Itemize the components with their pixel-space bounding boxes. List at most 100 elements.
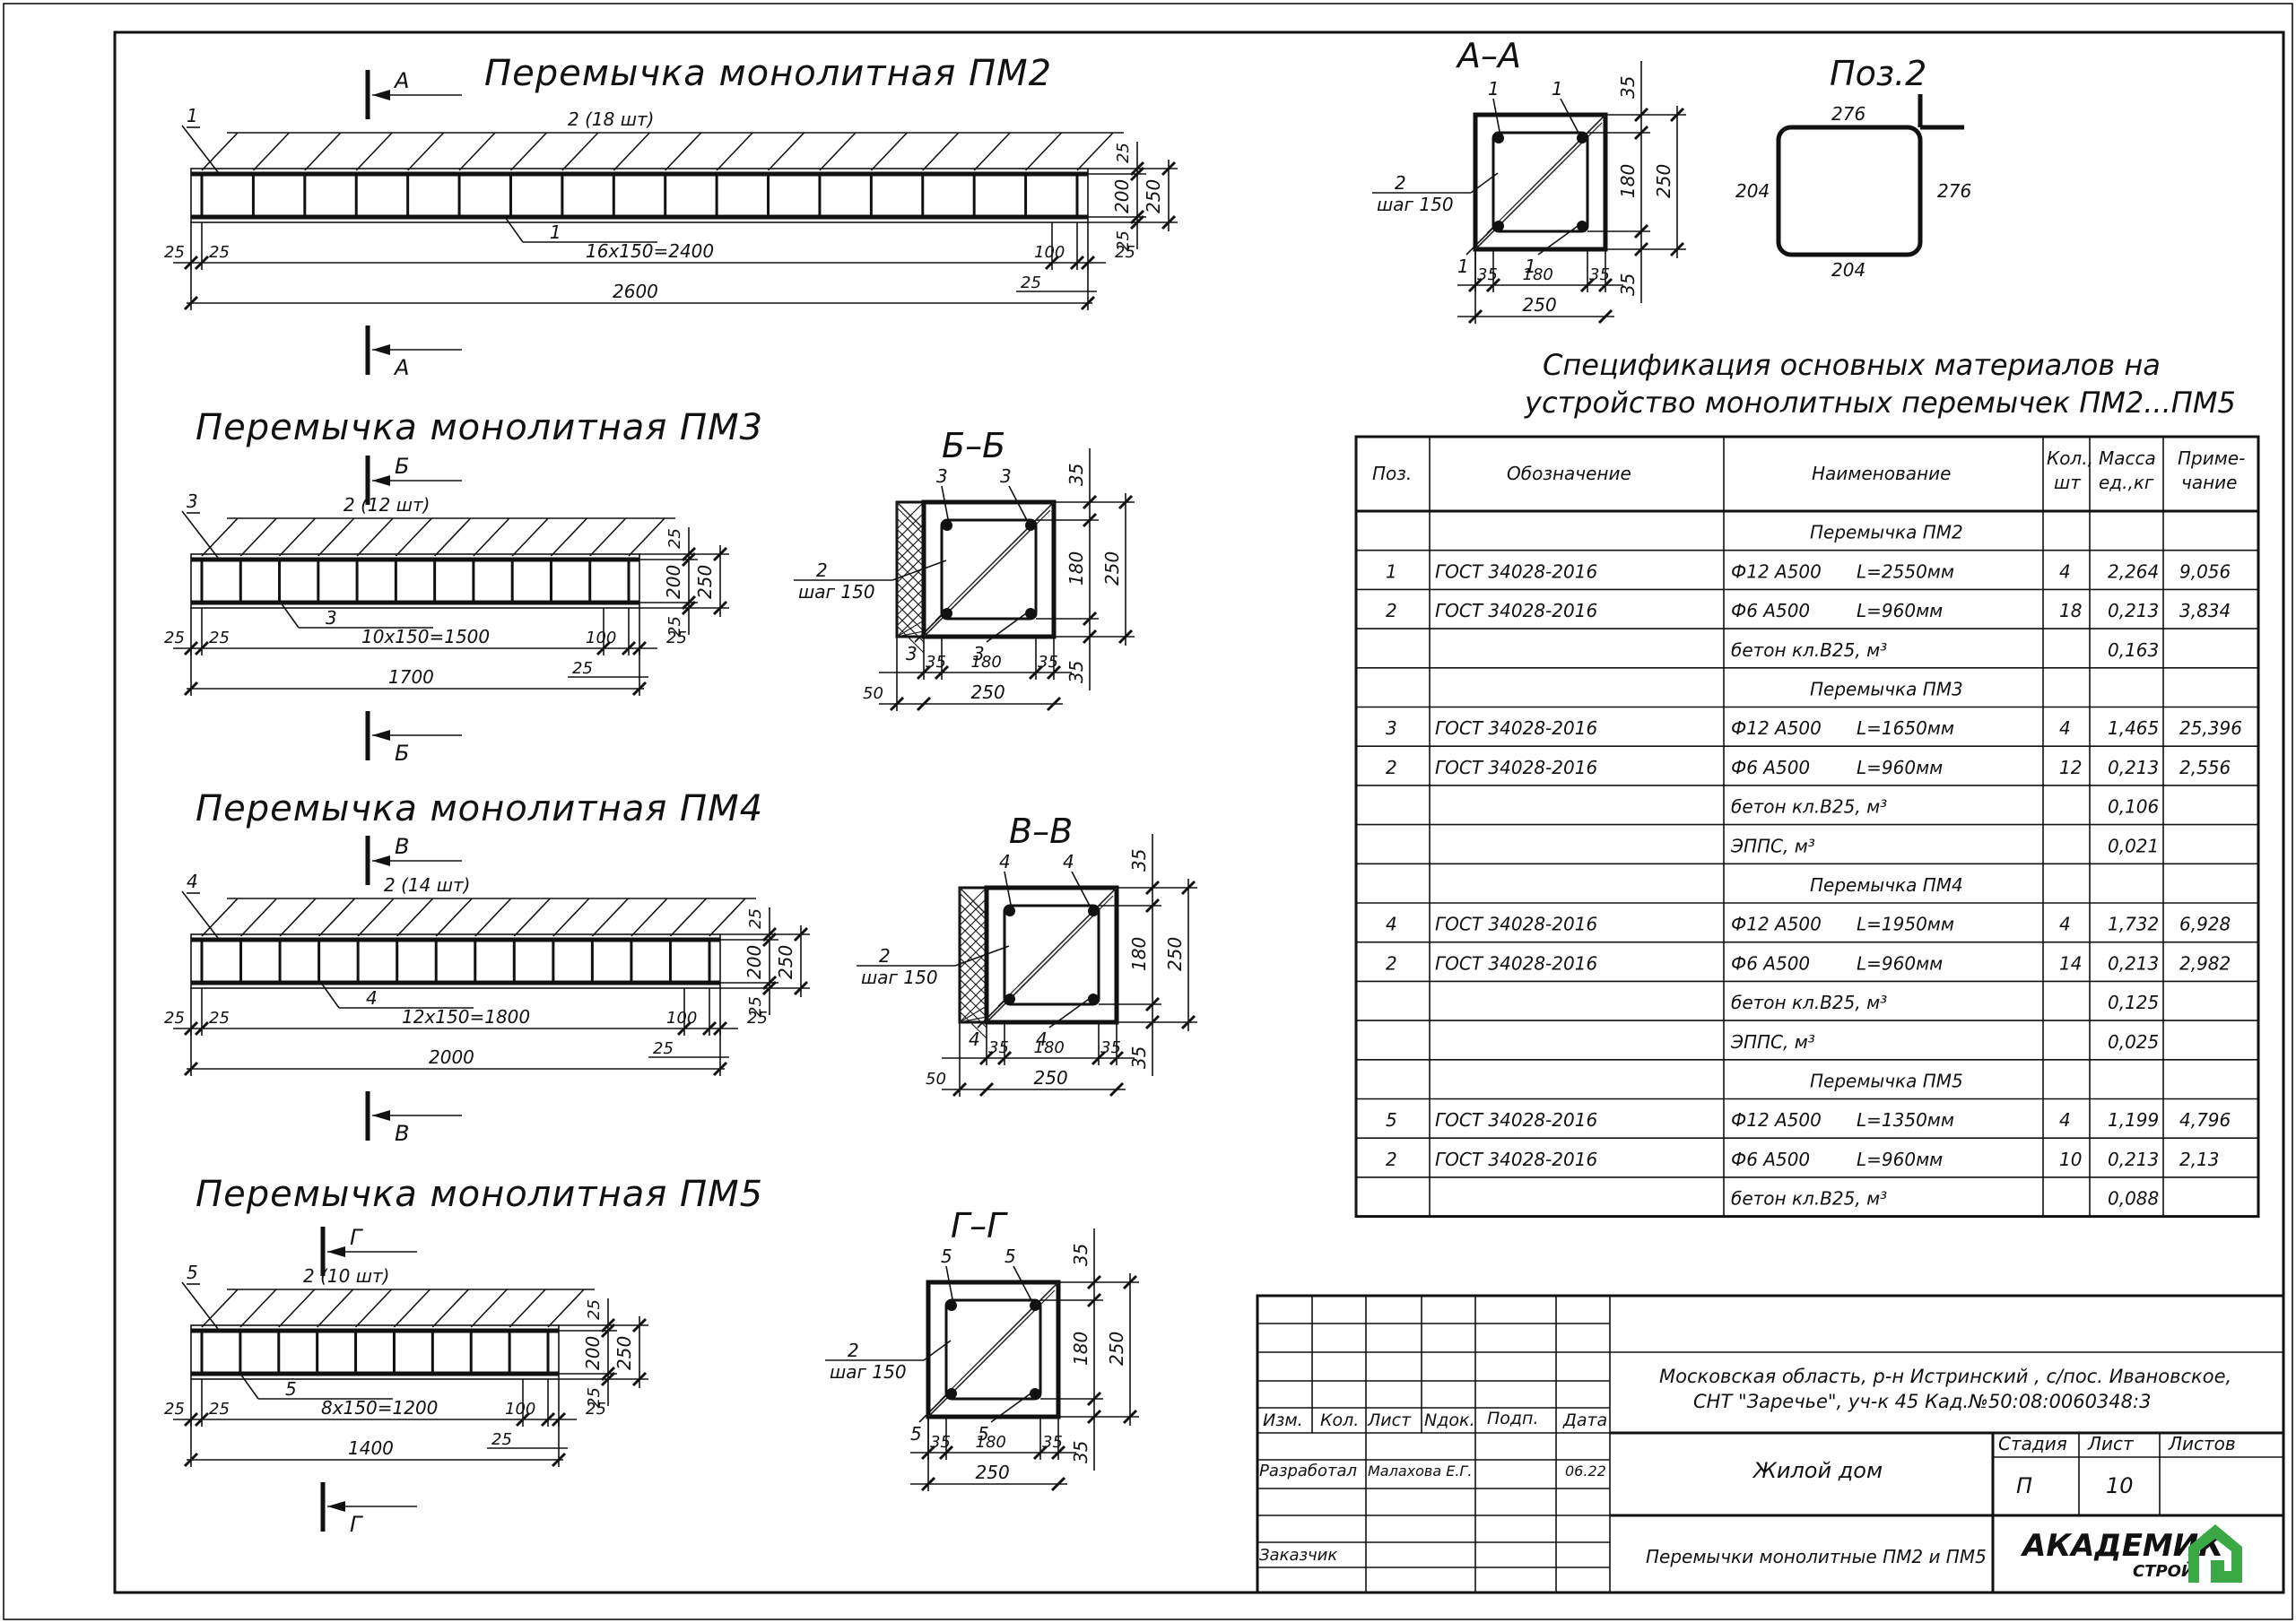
dim-tick (1129, 214, 1145, 230)
dim-100: 100 (1034, 243, 1065, 262)
bar-leader (181, 125, 219, 173)
dim-tick (1109, 1081, 1125, 1098)
stirrup-count-label: 2 (14 шт) (384, 874, 470, 896)
dim-25: 25 (209, 243, 230, 262)
spec-table: Спецификация основных материалов наустро… (1354, 348, 2260, 1219)
insulation-hatch (896, 544, 925, 573)
dim-tick (1467, 308, 1483, 325)
stirrup-leader (561, 132, 599, 171)
cell-pos: 5 (1386, 1109, 1397, 1131)
insulation-hatch (959, 930, 987, 959)
stirrup-leader (304, 132, 342, 171)
cell-pos: 4 (1386, 914, 1397, 935)
rebar-dot (1577, 221, 1587, 231)
cell-designation: ГОСТ 34028-2016 (1435, 914, 1597, 935)
cut-letter: Б (395, 454, 409, 479)
insulation-hatch (959, 908, 987, 937)
stirrup-leader (1025, 132, 1063, 171)
dim-tick (1597, 308, 1613, 325)
rebar-dot (1088, 994, 1099, 1004)
bar-leader (1004, 871, 1013, 910)
stirrup-step-label: шаг 150 (830, 1361, 907, 1383)
cell-qty: 12 (2059, 757, 2082, 778)
address-line-1: Московская область, р-н Истринский , с/п… (1659, 1366, 2231, 1387)
dim-tick (600, 1366, 616, 1382)
cut-letter: В (395, 834, 409, 859)
insulation-hatch (896, 507, 925, 535)
cell-pos: 2 (1386, 952, 1397, 974)
insulation-hatch (959, 973, 987, 1002)
dim-tick (712, 1061, 728, 1077)
dim-tick (1129, 166, 1145, 182)
dim-25: 25 (665, 528, 684, 549)
insulation-hatch (896, 603, 925, 632)
dim-250: 250 (694, 565, 716, 599)
insulation-hatch (896, 620, 925, 638)
dim-tick (1050, 1445, 1066, 1461)
cell-mass: 1,732 (2108, 914, 2159, 935)
cut-letter: В (395, 1121, 409, 1146)
col-list: Лист (1367, 1410, 1412, 1430)
stirrup-leader (458, 132, 496, 171)
dim-tick (1082, 494, 1098, 510)
bar-leader (945, 1265, 954, 1305)
insulation-hatch (959, 978, 987, 1007)
bar-leader (918, 1391, 951, 1423)
header-note: чание (2181, 472, 2237, 493)
cut-arrowhead (372, 730, 390, 741)
dim-25: 25 (665, 616, 684, 637)
stirrup-leader (891, 560, 947, 581)
dim-250: 250 (971, 681, 1005, 703)
stirrup-leader (973, 132, 1011, 171)
insulation-hatch (959, 989, 987, 1018)
dim-tick (712, 546, 728, 562)
dim-tick (1633, 223, 1649, 239)
stirrup-outline (940, 518, 1038, 621)
dim-250: 250 (1523, 294, 1557, 316)
dim-tick (1046, 664, 1062, 681)
dim-35: 35 (1617, 76, 1639, 99)
insulation-hatch (896, 550, 925, 578)
bar-label: 1 (1488, 78, 1500, 100)
dim-tick (194, 1411, 210, 1428)
stirrup-leader (431, 1289, 469, 1328)
insulation-hatch (896, 630, 925, 638)
dim-25: 25 (653, 1039, 674, 1058)
cut-letter: Б (395, 741, 409, 766)
cut-arrowhead (372, 855, 390, 866)
dim-tick (1144, 880, 1161, 896)
stirrup-leader (589, 517, 627, 557)
logo-sub-text: СТРОЙ (2133, 1561, 2195, 1581)
dim-200: 200 (744, 945, 765, 979)
dim-250: 250 (613, 1336, 635, 1370)
bar-label: 1 (1457, 256, 1469, 277)
insulation-hatch (896, 625, 925, 654)
dim-tick (1091, 1050, 1107, 1066)
bar-pos-label: 4 (366, 987, 378, 1009)
dim-tick (676, 1020, 692, 1037)
stirrup-leader (201, 1289, 239, 1328)
bar-label: 1 (1552, 78, 1563, 100)
bar-leader (977, 996, 1009, 1028)
cell-mass: 0,213 (2108, 952, 2159, 974)
insulation-hatch (896, 539, 925, 568)
cell-length: L=960мм (1857, 600, 1943, 621)
dim-tick (1080, 295, 1096, 311)
stirrup-pos-label: 2 (1395, 172, 1406, 194)
stirrup-outline (1492, 131, 1589, 233)
dim-25: 25 (1021, 273, 1041, 292)
cell-length: L=1950мм (1857, 914, 1954, 935)
stirrup-leader (631, 898, 668, 937)
stirrup-leader (1076, 132, 1114, 171)
header-pos: Поз. (1372, 463, 1412, 484)
cell-pos: 2 (1386, 757, 1397, 778)
insulation-hatch (896, 528, 925, 557)
spacing-dim: 8х150=1200 (321, 1397, 438, 1419)
cell-name: бетон кл.В25, м³ (1731, 992, 1887, 1013)
dim-tick (596, 640, 612, 656)
cell-mass: 0,213 (2108, 757, 2159, 778)
